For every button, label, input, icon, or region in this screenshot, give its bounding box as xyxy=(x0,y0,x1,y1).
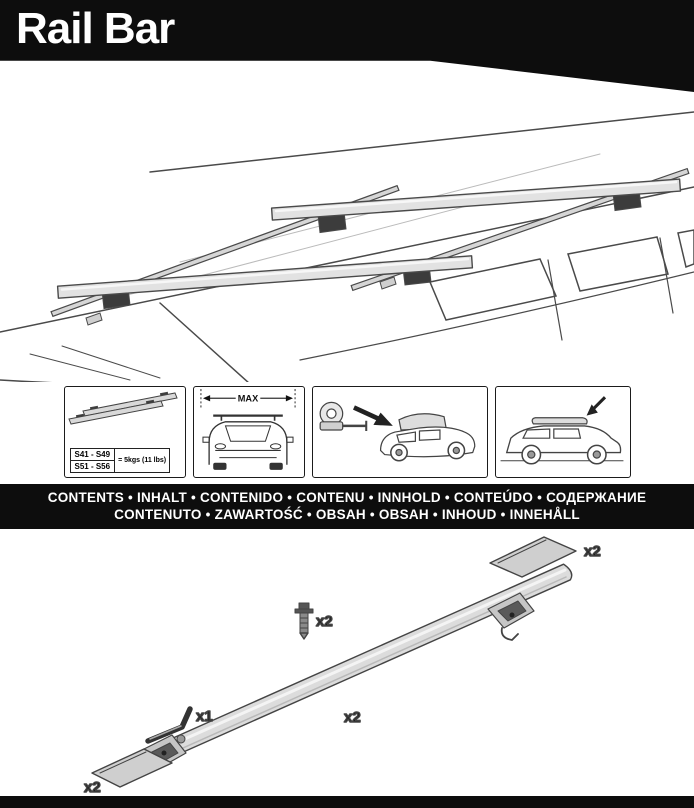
contents-line-2: CONTENUTO • ZAWARTOŚĆ • OBSAH • OBSAH • … xyxy=(114,507,580,522)
load-rating-cell: = 5kgs (11 lbs) xyxy=(114,449,169,472)
size-range-cells: S41 - S49 S51 - S56 xyxy=(70,449,115,472)
end-cover-bottom xyxy=(91,748,173,788)
end-cover-top-qty-label: x2 xyxy=(584,543,601,560)
crossbar-rear xyxy=(270,178,682,234)
allen-key-qty-label: x1 xyxy=(196,708,213,725)
arrow-icon xyxy=(352,405,393,426)
airflow-arrow-icon xyxy=(586,396,606,416)
panel-driving-care xyxy=(494,386,631,478)
allen-key-icon xyxy=(145,706,193,744)
rail-bars-icon xyxy=(67,391,178,425)
product-title: Rail Bar xyxy=(16,4,175,53)
size-load-table: S41 - S49 S51 - S56 = 5kgs (11 lbs) xyxy=(69,448,171,473)
size-range-1: S41 - S49 xyxy=(74,450,111,459)
end-cover-top xyxy=(489,536,577,578)
max-label: MAX xyxy=(237,393,258,403)
parts-diagram: x2 x2 x2 x1 x2 xyxy=(0,529,694,796)
clamp-foot-top xyxy=(487,592,535,641)
crossbar-front xyxy=(56,255,474,310)
contents-line-1: CONTENTS • INHALT • CONTENIDO • CONTENU … xyxy=(47,490,647,505)
screw-qty-label: x2 xyxy=(316,613,333,630)
roofbox-car-icon xyxy=(500,417,623,465)
tape-measure-icon xyxy=(319,401,367,432)
load-check-diagram xyxy=(319,401,475,462)
end-cover-bottom-qty-label: x2 xyxy=(84,779,101,796)
loaded-car-icon xyxy=(379,413,475,462)
car-body-lines xyxy=(0,111,694,382)
panel-max-width: MAX xyxy=(192,386,305,478)
size-range-2: S51 - S56 xyxy=(70,460,115,472)
bottom-edge-bar xyxy=(0,796,694,808)
driving-care-diagram xyxy=(500,396,623,465)
contents-heading-band: CONTENTS • INHALT • CONTENIDO • CONTENU … xyxy=(0,484,694,529)
installed-view-illustration xyxy=(0,92,694,382)
screw-icon xyxy=(294,602,314,640)
max-width-diagram: MAX xyxy=(199,389,296,470)
rail-bar-qty-label: x2 xyxy=(344,709,361,726)
car-roof-drawing xyxy=(0,111,694,382)
panel-load-check xyxy=(311,386,488,478)
spec-panels: S41 - S49 S51 - S56 = 5kgs (11 lbs) MAX xyxy=(0,386,694,478)
car-front-icon xyxy=(201,414,294,470)
panel-bar-sizes: S41 - S49 S51 - S56 = 5kgs (11 lbs) xyxy=(63,386,186,478)
parts-drawing: x2 x2 x2 x1 x2 xyxy=(83,536,601,796)
title-banner: Rail Bar xyxy=(0,0,694,92)
